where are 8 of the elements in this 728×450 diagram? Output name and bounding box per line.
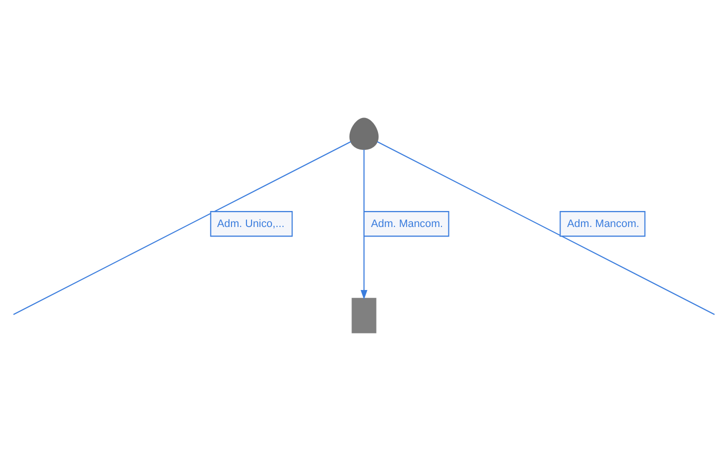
- node-person: [349, 117, 379, 150]
- edge-label: Adm. Mancom.: [567, 218, 640, 230]
- edge-label: Adm. Mancom.: [370, 218, 444, 230]
- arrow: [360, 149, 368, 300]
- edge-label: Adm. Unico,...: [217, 218, 284, 230]
- connector: [377, 140, 715, 314]
- node-box: [352, 297, 376, 333]
- connector: [13, 140, 351, 314]
